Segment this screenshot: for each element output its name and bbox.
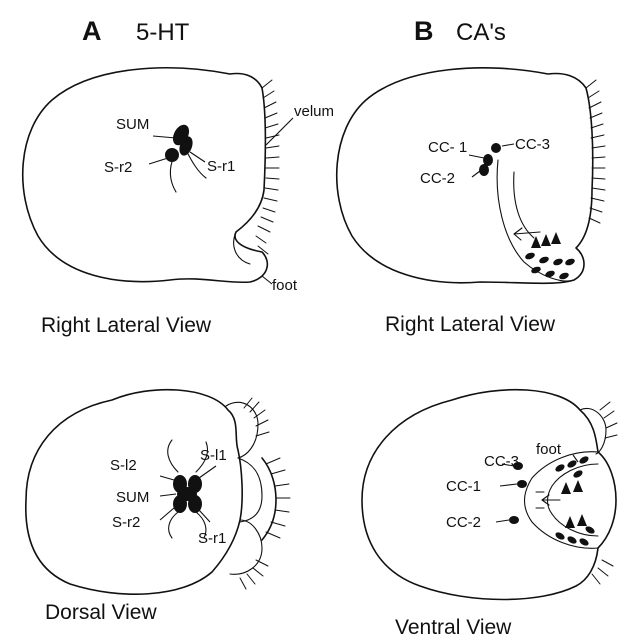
label-cc1-b: CC- 1: [428, 139, 467, 156]
label-s-r2-a-dorsal: S-r2: [112, 514, 140, 531]
foot-cell-bv-12: [584, 525, 596, 535]
label-foot-b: foot: [536, 441, 562, 458]
foot-cell-bv-11: [578, 537, 590, 547]
label-cc2-b: CC-2: [420, 170, 455, 187]
panel-a-lateral-diagram: SUM S-r2 S-r1 velum foot: [23, 68, 334, 294]
velum-lobe-a-dorsal: [262, 458, 276, 540]
neuron-cluster-a-lateral: [165, 122, 206, 192]
label-foot-a: foot: [272, 277, 298, 294]
head-lobe-a-dorsal: [226, 402, 258, 458]
foot-cell-bv-6: [573, 480, 583, 492]
foot-cell-bv-7: [565, 516, 575, 528]
label-sum-a-dorsal: SUM: [116, 489, 149, 506]
foot-cell-b-10: [564, 257, 575, 266]
label-cc3-b-ventral: CC-3: [484, 453, 519, 470]
neuron-cc1-b-ventral: [517, 480, 527, 488]
neuron-s-r2-a: [165, 148, 179, 162]
panel-b-letter: B: [414, 16, 434, 46]
gut-pathway-b: [497, 160, 574, 281]
foot-cell-b-9: [558, 271, 569, 280]
label-cc2-b-ventral: CC-2: [446, 514, 481, 531]
label-velum: velum: [294, 103, 334, 120]
larva-outline-b-lateral: [337, 68, 593, 283]
neuron-cluster-b-ventral: [509, 455, 596, 547]
panel-a-letter: A: [82, 16, 102, 46]
foot-cell-b-6: [552, 257, 563, 266]
foot-cell-b-2: [541, 234, 551, 246]
foot-cell-bv-5: [561, 482, 571, 494]
label-cc3-b: CC-3: [515, 136, 550, 153]
label-sum-a: SUM: [116, 116, 149, 133]
label-s-r2-a: S-r2: [104, 159, 132, 176]
foot-cell-b-4: [524, 251, 535, 260]
label-cc1-b-ventral: CC-1: [446, 478, 481, 495]
foot-cell-b-3: [551, 232, 561, 244]
caption-b-ventral: Ventral View: [395, 616, 512, 639]
panel-b-ventral-diagram: foot CC-3 CC-1 CC-2: [362, 390, 617, 600]
caption-b-lateral: Right Lateral View: [385, 313, 556, 336]
neuron-cc3-b: [491, 143, 501, 153]
neuron-cc2-b-ventral: [509, 516, 519, 524]
larva-outline-b-ventral: [362, 390, 616, 600]
foot-cell-b-5: [538, 255, 549, 264]
foot-cell-bv-4: [572, 469, 584, 479]
panel-b-title: CA's: [456, 19, 506, 46]
neuron-cc2-b: [479, 164, 489, 176]
label-s-r1-a-dorsal: S-r1: [198, 530, 226, 547]
neuron-cluster-b-lateral: [479, 143, 576, 281]
label-s-l2-a: S-l2: [110, 457, 137, 474]
foot-cell-bv-3: [578, 455, 590, 465]
foot-cell-bv-8: [577, 514, 587, 526]
panel-a-dorsal-diagram: S-l2 S-l1 SUM S-r2 S-r1: [26, 390, 290, 595]
velum-cilia-a-lateral: [256, 80, 279, 254]
caption-a-lateral: Right Lateral View: [41, 314, 212, 337]
panel-a-title: 5-HT: [136, 19, 190, 46]
panel-b-lateral-diagram: CC- 1 CC-2 CC-3: [337, 68, 605, 283]
label-s-l1-a: S-l1: [200, 447, 227, 464]
foot-cell-bv-10: [566, 535, 578, 545]
foot-cell-bv-1: [554, 463, 566, 473]
larva-outline-a-lateral: [23, 68, 268, 282]
neuron-s-r2-a-dorsal: [173, 495, 187, 513]
foot-cell-b-1: [531, 236, 541, 248]
caption-a-dorsal: Dorsal View: [45, 601, 157, 624]
label-s-r1-a: S-r1: [207, 158, 235, 175]
velum-cilia-a-dorsal: [240, 398, 290, 589]
